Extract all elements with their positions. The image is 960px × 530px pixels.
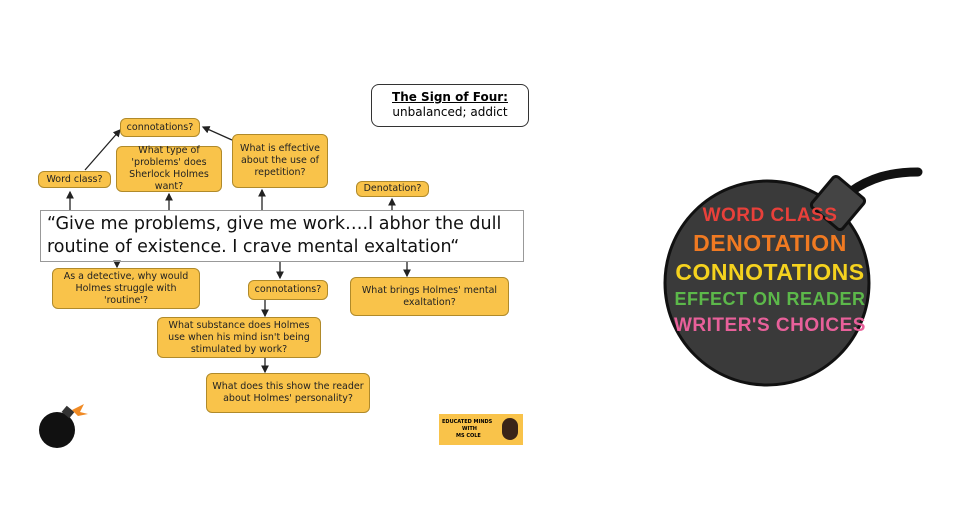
quote-text: “Give me problems, give me work….I abhor…: [40, 210, 524, 262]
bomb-label-word-class: WORD CLASS: [702, 205, 838, 226]
box-denotation: Denotation?: [356, 181, 429, 197]
box-repetition: What is effective about the use of repet…: [232, 134, 328, 188]
logo-line2: WITH: [462, 426, 477, 432]
bomb-label-connotations: CONNOTATIONS: [675, 259, 865, 285]
title-subtitle: unbalanced; addict: [392, 105, 508, 119]
logo-line1: EDUCATED MINDS: [442, 419, 493, 425]
box-substance: What substance does Holmes use when his …: [157, 317, 321, 358]
bomb-label-effect-on-reader: EFFECT ON READER: [674, 289, 866, 309]
title-heading: The Sign of Four:: [392, 90, 508, 104]
logo-line3: MS COLE: [456, 433, 481, 439]
title-box: The Sign of Four: unbalanced; addict: [371, 84, 529, 127]
box-connotations-top: connotations?: [120, 118, 200, 137]
box-detective: As a detective, why would Holmes struggl…: [52, 268, 200, 309]
educated-minds-logo: EDUCATED MINDS WITH MS COLE: [439, 414, 523, 445]
big-bomb-icon: [663, 167, 923, 387]
box-mental-exaltation: What brings Holmes' mental exaltation?: [350, 277, 509, 316]
small-bomb-icon: [39, 404, 88, 448]
box-problems: What type of 'problems' does Sherlock Ho…: [116, 145, 222, 192]
box-word-class: Word class?: [38, 171, 111, 188]
box-connotations-bottom: connotations?: [248, 280, 328, 300]
avatar: [502, 418, 518, 440]
bomb-label-writers-choices: WRITER'S CHOICES: [674, 315, 866, 336]
box-personality: What does this show the reader about Hol…: [206, 373, 370, 413]
bomb-label-denotation: DENOTATION: [693, 230, 847, 256]
